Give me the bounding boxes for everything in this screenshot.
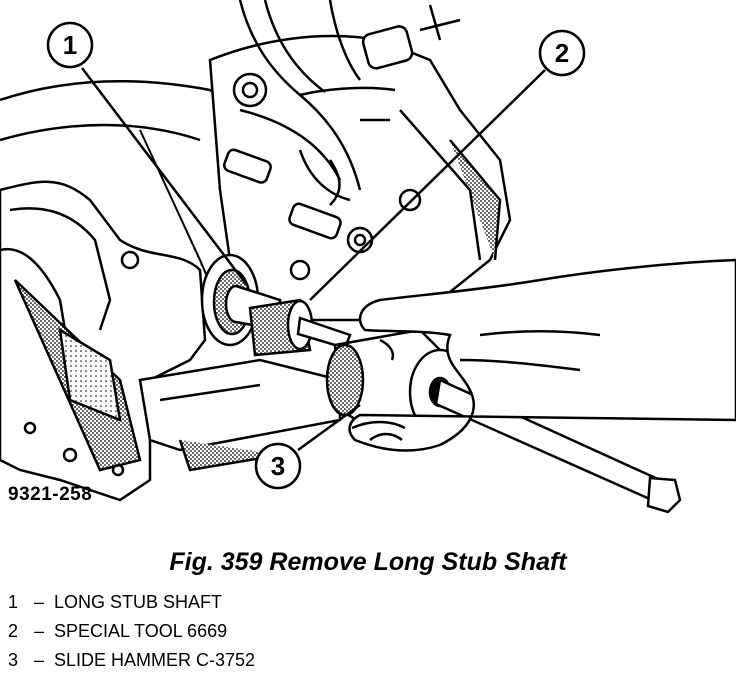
callout-2-number: 2 — [555, 38, 569, 68]
parts-legend: 1–LONG STUB SHAFT 2–SPECIAL TOOL 6669 3–… — [8, 588, 255, 675]
callout-3-number: 3 — [271, 451, 285, 481]
legend-item-number: 3 — [8, 650, 19, 670]
transmission-housing — [0, 80, 342, 502]
legend-item-separator: – — [33, 592, 44, 612]
technical-illustration: 1 2 3 — [0, 0, 736, 514]
legend-item-separator: – — [33, 621, 44, 641]
wiring-harness — [238, 0, 461, 191]
special-tool-6669 — [248, 298, 352, 357]
legend-item: 2–SPECIAL TOOL 6669 — [8, 617, 255, 646]
slide-hammer-c-3752 — [325, 328, 682, 514]
legend-item: 3–SLIDE HAMMER C-3752 — [8, 646, 255, 675]
legend-item-number: 2 — [8, 621, 19, 641]
figure-id-label: 9321-258 — [8, 484, 93, 505]
transfer-case-body — [208, 25, 512, 322]
callout-1-number: 1 — [63, 30, 77, 60]
legend-item-text: LONG STUB SHAFT — [54, 592, 223, 612]
legend-item-number: 1 — [8, 592, 19, 612]
legend-item-text: SPECIAL TOOL 6669 — [54, 621, 228, 641]
figure-caption: Fig. 359 Remove Long Stub Shaft — [169, 548, 567, 576]
callout-2: 2 — [309, 29, 586, 301]
technician-hand — [348, 258, 736, 452]
callout-3: 3 — [254, 403, 361, 490]
legend-item: 1–LONG STUB SHAFT — [8, 588, 255, 617]
legend-item-separator: – — [33, 650, 44, 670]
callout-1: 1 — [46, 21, 247, 285]
legend-item-text: SLIDE HAMMER C-3752 — [54, 650, 256, 670]
